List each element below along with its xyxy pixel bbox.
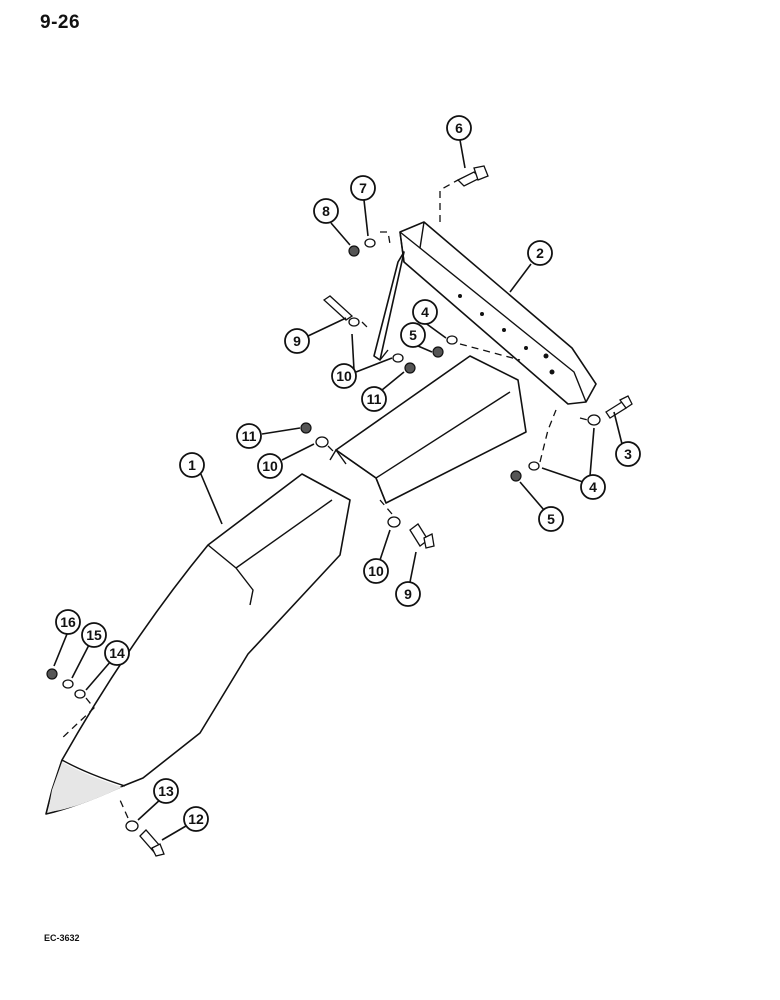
svg-text:5: 5 (409, 327, 417, 343)
callout-8: 8 (313, 198, 339, 224)
svg-text:2: 2 (536, 245, 544, 261)
leader-lines (53, 139, 623, 841)
bolt-12 (139, 829, 165, 857)
washer-4-right (587, 414, 601, 426)
svg-text:7: 7 (359, 180, 367, 196)
svg-text:8: 8 (322, 203, 330, 219)
callout-6: 6 (446, 115, 472, 141)
hardware (46, 165, 633, 857)
nut-11-middle (404, 362, 416, 374)
callout-10-middle: 10 (331, 363, 357, 389)
washer-13 (125, 820, 139, 832)
callout-12: 12 (183, 806, 209, 832)
callout-16: 16 (55, 609, 81, 635)
callouts: 1 2 3 4 4 5 5 6 7 8 9 9 10 10 10 11 11 1… (55, 115, 641, 832)
callout-4-upper: 4 (412, 299, 438, 325)
svg-text:13: 13 (158, 783, 174, 799)
bolt-3 (605, 395, 633, 419)
fender-part-1 (45, 473, 351, 815)
nut-5-lower (510, 470, 522, 482)
callout-13: 13 (153, 778, 179, 804)
washer-15 (62, 679, 74, 689)
callout-4-lower: 4 (580, 474, 606, 500)
callout-5-lower: 5 (538, 506, 564, 532)
page-number: 9-26 (40, 12, 81, 33)
callout-7: 7 (350, 175, 376, 201)
svg-text:15: 15 (86, 627, 102, 643)
washer-14 (74, 689, 86, 699)
washer-4-upper (446, 335, 458, 345)
svg-text:11: 11 (242, 428, 257, 444)
figure-code: EC-3632 (44, 933, 80, 943)
alignment-lines (59, 179, 589, 819)
washer-7 (364, 238, 376, 248)
svg-text:10: 10 (368, 563, 384, 579)
callout-10-left: 10 (257, 453, 283, 479)
svg-text:10: 10 (262, 458, 278, 474)
svg-text:9: 9 (293, 333, 301, 349)
nut-5-upper (432, 346, 444, 358)
svg-text:14: 14 (109, 645, 125, 661)
washer-4-lower (528, 461, 540, 471)
svg-text:10: 10 (336, 368, 352, 384)
svg-text:3: 3 (624, 446, 632, 462)
bolt-9-lower (409, 523, 435, 549)
nut-8 (348, 245, 360, 257)
fender-support-channel (329, 355, 527, 504)
svg-text:4: 4 (421, 304, 429, 320)
bolt-6 (456, 165, 489, 187)
callout-1: 1 (179, 452, 205, 478)
callout-9-upper: 9 (284, 328, 310, 354)
svg-text:6: 6 (455, 120, 463, 136)
svg-text:11: 11 (367, 391, 382, 407)
washer-10-lower (387, 516, 401, 528)
svg-text:9: 9 (404, 586, 412, 602)
svg-text:12: 12 (188, 811, 204, 827)
callout-11-left: 11 (236, 423, 262, 449)
callout-10-lower: 10 (363, 558, 389, 584)
svg-text:5: 5 (547, 511, 555, 527)
callout-9-lower: 9 (395, 581, 421, 607)
svg-text:1: 1 (188, 457, 196, 473)
callout-15: 15 (81, 622, 107, 648)
mounting-bar-part-2 (373, 221, 597, 405)
callout-5-upper: 5 (400, 322, 426, 348)
svg-text:16: 16 (60, 614, 76, 630)
washer-10-middle (392, 353, 404, 363)
nut-16 (46, 668, 58, 680)
bolt-9-upper (322, 295, 360, 327)
nut-11-left (300, 422, 312, 434)
callout-11-middle: 11 (361, 386, 387, 412)
washer-10-left (315, 436, 329, 448)
callout-2: 2 (527, 240, 553, 266)
callout-3: 3 (615, 441, 641, 467)
callout-14: 14 (104, 640, 130, 666)
svg-text:4: 4 (589, 479, 597, 495)
